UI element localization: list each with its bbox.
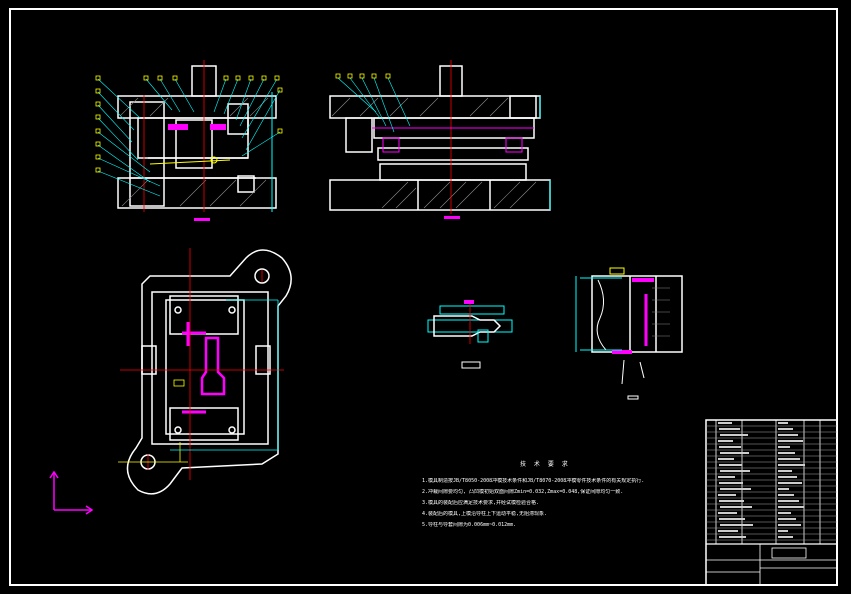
title-block-text-mark: [718, 458, 734, 460]
title-block-text-mark: [719, 446, 741, 448]
side-view-hatch: [331, 97, 537, 209]
front-section-view: [117, 65, 277, 209]
title-block-text-mark: [720, 488, 751, 490]
title-block-text-mark: [778, 500, 799, 502]
title-block-text-mark: [778, 488, 789, 490]
title-block-text-mark: [720, 470, 750, 472]
requirement-item-3: 3.模具的装配后应满足技术要求,并经试模检验合格.: [422, 500, 540, 506]
title-block-text-mark: [719, 464, 742, 466]
title-block-text-mark: [778, 470, 792, 472]
side-view-details: [372, 60, 551, 219]
title-block-text-mark: [718, 440, 733, 442]
title-block-text-mark: [719, 482, 743, 484]
title-block-text-mark: [778, 518, 796, 520]
title-block-text-mark: [778, 422, 788, 424]
title-block-text-mark: [778, 446, 790, 448]
title-block-text-mark: [719, 428, 740, 430]
title-block-text-mark: [719, 518, 745, 520]
requirement-item-4: 4.装配后的模具,上模沿导柱上下运动平稳,无阻滞现象.: [422, 511, 548, 517]
ucs-axis-icon: [49, 470, 94, 515]
title-block-fills: [718, 422, 805, 538]
title-block-text-mark: [778, 440, 803, 442]
guide-hole-top: [254, 268, 270, 284]
title-block-text-mark: [778, 494, 794, 496]
requirement-item-2: 2.冲裁间隙要均匀, 凸凹模初始双面间隙Zmin=0.032,Zmax=0.04…: [422, 489, 624, 495]
title-block-text-mark: [778, 476, 797, 478]
title-block-text-mark: [718, 476, 735, 478]
title-block-text-mark: [778, 464, 805, 466]
title-block-text-mark: [718, 494, 736, 496]
title-block-text-mark: [718, 422, 732, 424]
title-block-text-mark: [778, 482, 802, 484]
title-block-text-mark: [718, 530, 738, 532]
title-block-text-mark: [720, 506, 752, 508]
title-block-text-mark: [778, 452, 795, 454]
requirement-item-5: 5.导柱与导套间隙为0.006mm~0.012mm.: [422, 522, 517, 528]
title-block-text-mark: [720, 524, 753, 526]
title-block-text-mark: [778, 506, 804, 508]
strip-layout: [427, 300, 513, 369]
title-block: [705, 419, 838, 586]
title-block-text-mark: [778, 524, 801, 526]
title-block-text-mark: [778, 434, 798, 436]
side-view-leader-lines: [337, 77, 411, 133]
punch-slot: [200, 336, 226, 396]
title-block-text-mark: [778, 458, 800, 460]
title-block-text-mark: [719, 536, 746, 538]
plan-outer-contour: [126, 249, 292, 495]
title-block-text-mark: [778, 512, 791, 514]
drawing-border: [9, 8, 838, 586]
title-block-text-mark: [778, 530, 788, 532]
part-drawing: [575, 267, 683, 400]
front-view-balloons: [95, 75, 283, 173]
plan-view: [126, 249, 292, 495]
front-view-details: [143, 60, 273, 221]
title-block-rows: [706, 425, 837, 541]
technical-requirements-title: 技 术 要 求: [520, 461, 571, 468]
title-block-text-mark: [720, 434, 748, 436]
title-block-text-mark: [718, 512, 737, 514]
plan-view-details: [118, 248, 284, 480]
title-block-text-mark: [778, 536, 793, 538]
title-block-text-mark: [778, 428, 793, 430]
front-view-hatch: [119, 97, 269, 207]
side-view-balloons: [335, 73, 391, 79]
front-view-leader-lines: [97, 78, 281, 197]
title-block-text-mark: [719, 500, 744, 502]
requirement-item-1: 1.模具制造按JB/T8050-2008冲模技术条件和JB/T8070-2008…: [422, 478, 645, 484]
title-block-text-mark: [720, 452, 749, 454]
